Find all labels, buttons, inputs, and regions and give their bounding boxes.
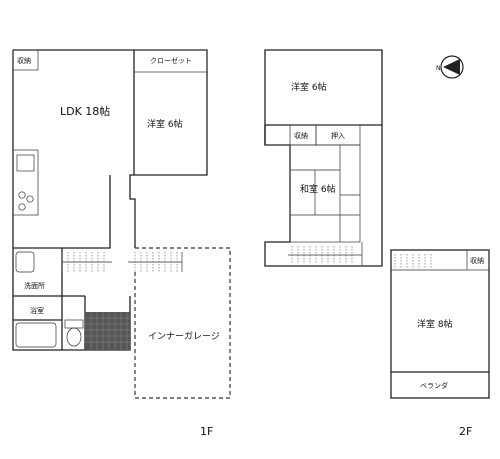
floor-2-outline bbox=[264, 49, 383, 267]
stairs-1f-left bbox=[61, 252, 112, 272]
bathtub-icon bbox=[15, 322, 57, 348]
kitchen-counter bbox=[12, 149, 39, 216]
stairs-2f-right bbox=[391, 254, 467, 271]
sink-icon bbox=[16, 154, 35, 172]
stove-burner-icon bbox=[26, 195, 34, 203]
washroom-label: 洗面所 bbox=[24, 281, 45, 290]
washbasin-icon bbox=[15, 251, 35, 273]
western-8-label: 洋室 8帖 bbox=[417, 318, 453, 330]
floor-1-label: 1F bbox=[200, 425, 213, 438]
entrance-tiles bbox=[85, 312, 130, 350]
stairs-2f bbox=[288, 242, 363, 266]
closet-label: クローゼット bbox=[150, 56, 192, 65]
floor-2-label: 2F bbox=[459, 425, 472, 438]
compass-letter: N bbox=[436, 65, 441, 72]
japanese-room bbox=[289, 144, 361, 243]
stove-burner-icon bbox=[18, 191, 26, 199]
bath-label: 浴室 bbox=[30, 306, 44, 315]
western-8-room bbox=[390, 249, 490, 399]
japanese-room-label: 和室 6帖 bbox=[300, 183, 336, 195]
garage-label: インナーガレージ bbox=[148, 331, 220, 342]
veranda-label: ベランダ bbox=[420, 381, 448, 390]
oshiire-label: 押入 bbox=[331, 131, 345, 140]
floor-1-outline bbox=[12, 49, 208, 351]
stairs-1f-right bbox=[128, 252, 183, 272]
storage-label: 収納 bbox=[17, 56, 31, 65]
storage-right-box bbox=[466, 249, 490, 271]
ldk-label: LDK 18帖 bbox=[60, 105, 110, 118]
western-top-label: 洋室 6帖 bbox=[291, 81, 327, 93]
stove-burner-icon bbox=[18, 203, 26, 211]
storage-small-label: 収納 bbox=[294, 131, 308, 140]
floor-1-plan bbox=[12, 49, 231, 399]
storage-box bbox=[12, 49, 39, 71]
storage-right-label: 収納 bbox=[470, 256, 484, 265]
toilet-icon bbox=[66, 327, 82, 347]
garage-outline bbox=[134, 247, 231, 399]
tatami-lines bbox=[290, 145, 360, 242]
floor-2-plan: N bbox=[264, 49, 490, 399]
western-room-label: 洋室 6帖 bbox=[147, 118, 183, 130]
toilet-tank bbox=[64, 319, 84, 329]
north-arrow-icon: N bbox=[436, 55, 464, 79]
